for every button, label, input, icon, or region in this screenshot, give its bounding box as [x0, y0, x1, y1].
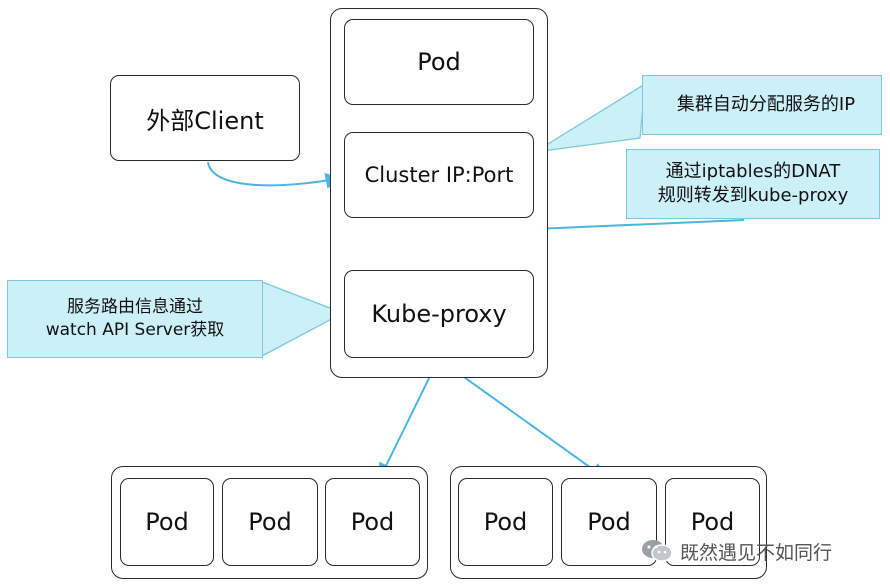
pod-top: Pod — [344, 19, 534, 105]
cluster-ip-box: Cluster IP:Port — [344, 132, 534, 218]
watermark: 既然遇见不如同行 — [640, 534, 885, 568]
watermark-text: 既然遇见不如同行 — [680, 541, 833, 564]
wechat-icon — [642, 540, 673, 562]
callout-dnat-line2: 规则转发到kube-proxy — [657, 185, 849, 206]
kubeproxy-to-right-group-arrow — [442, 361, 607, 479]
kube-proxy-box: Kube-proxy — [344, 270, 534, 358]
callout-auto-ip: 集群自动分配服务的IP — [642, 75, 882, 135]
pod-right-1-label: Pod — [483, 508, 528, 536]
pod-top-label: Pod — [417, 48, 461, 76]
pod-left-3: Pod — [325, 478, 420, 566]
pod-left-3-label: Pod — [350, 508, 395, 536]
kubeproxy-to-left-group-arrow — [379, 361, 438, 480]
pod-left-1-label: Pod — [145, 508, 189, 536]
kube-proxy-label: Kube-proxy — [371, 300, 507, 328]
pod-left-2-label: Pod — [248, 508, 292, 536]
callout-watch: 服务路由信息通过 watch API Server获取 — [7, 280, 263, 358]
pod-right-2-label: Pod — [587, 508, 631, 536]
callout-auto-ip-text: 集群自动分配服务的IP — [676, 93, 856, 115]
pod-left-1: Pod — [120, 478, 214, 566]
callout-watch-line2: watch API Server获取 — [45, 320, 225, 340]
pod-right-1: Pod — [458, 478, 553, 566]
pod-left-2: Pod — [222, 478, 318, 566]
pod-right-2: Pod — [561, 478, 657, 566]
client-label: 外部Client — [146, 106, 264, 135]
callout-watch-line1: 服务路由信息通过 — [67, 297, 203, 318]
callout-dnat-line1: 通过iptables的DNAT — [665, 160, 841, 182]
callout-pointer-auto-ip — [534, 82, 646, 153]
client-box: 外部Client — [110, 75, 300, 161]
client-to-clusterip-arrow — [207, 161, 342, 189]
pod-right-3-label: Pod — [690, 508, 735, 536]
callout-dnat: 通过iptables的DNAT 规则转发到kube-proxy — [626, 149, 880, 219]
pod-right-3: Pod — [665, 478, 760, 566]
cluster-ip-label: Cluster IP:Port — [364, 163, 514, 187]
